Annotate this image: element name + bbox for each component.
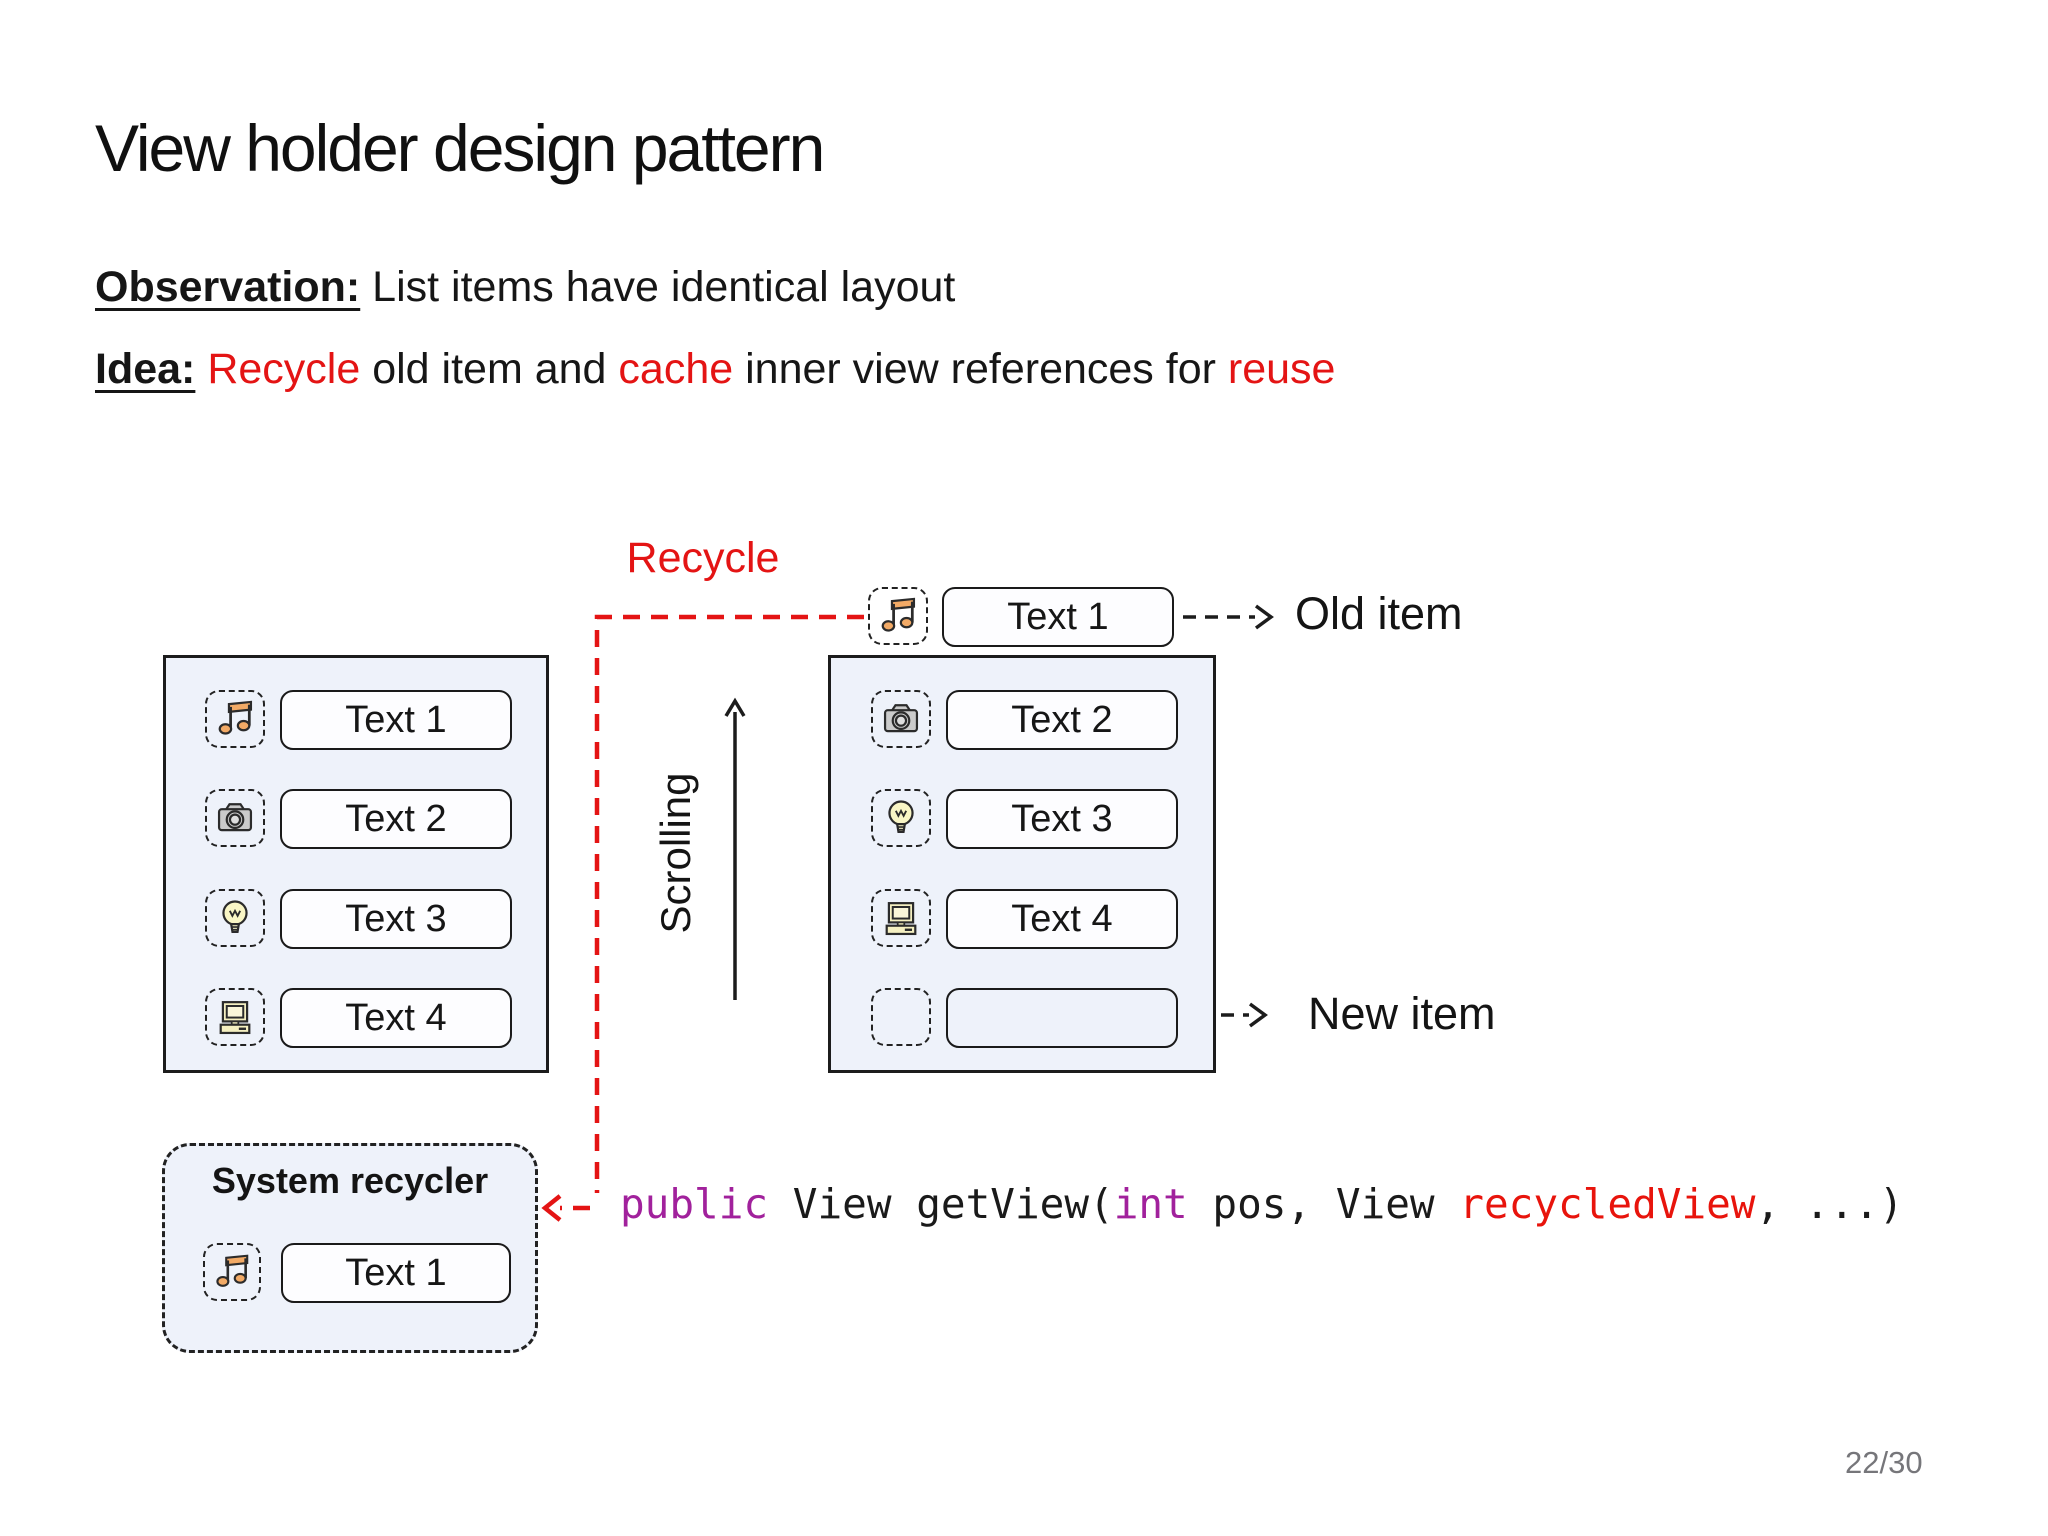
music-note-icon: [216, 1254, 249, 1287]
old-item-textbox: Text 1: [942, 587, 1174, 647]
list-item: Text 3: [166, 889, 546, 949]
list-item-iconbox: [205, 988, 265, 1046]
empty-textbox: [946, 988, 1178, 1048]
old-item-row: Text 1: [868, 587, 1188, 647]
list-item: Text 3: [831, 789, 1213, 849]
idea-seg-1: old item and: [360, 345, 619, 393]
recycle-label: Recycle: [626, 534, 780, 582]
recycler-item-textbox: Text 1: [281, 1243, 511, 1303]
camera-icon: [883, 704, 919, 733]
list-item: Text 2: [831, 690, 1213, 750]
scrolling-label: Scrolling: [652, 772, 699, 934]
list-item-textbox: Text 2: [946, 690, 1178, 750]
code-token-int: int: [1113, 1180, 1188, 1228]
camera-icon: [217, 803, 253, 832]
new-item-arrowhead: [1248, 1002, 1268, 1028]
music-note-icon: [218, 700, 253, 735]
list-item-empty: [831, 988, 1213, 1048]
old-item-iconbox: [868, 587, 928, 645]
code-line: public View getView(int pos, View recycl…: [620, 1180, 1904, 1228]
right-list-panel: Text 2 Text 3: [828, 655, 1216, 1073]
new-item-label: New item: [1308, 988, 1496, 1039]
system-recycler-title: System recycler: [211, 1160, 489, 1201]
list-item-textbox: Text 3: [280, 889, 512, 949]
computer-icon: [885, 902, 917, 936]
system-recycler-box: System recycler Text 1: [162, 1143, 538, 1353]
scrolling-arrowhead: [724, 697, 746, 717]
list-item: Text 2: [166, 789, 546, 849]
list-item-iconbox: [871, 889, 931, 947]
observation-line: Observation: List items have identical l…: [95, 263, 955, 312]
recycle-arrowhead: [541, 1194, 562, 1222]
list-item-iconbox: [205, 690, 265, 748]
list-item-textbox: Text 3: [946, 789, 1178, 849]
idea-label: Idea:: [95, 345, 196, 393]
list-item-textbox: Text 4: [946, 889, 1178, 949]
old-item-label: Old item: [1295, 588, 1463, 639]
list-item-iconbox: [871, 789, 931, 847]
left-list-panel: Text 1 Text 2: [163, 655, 549, 1073]
list-item-textbox: Text 1: [280, 690, 512, 750]
list-item-text: Text 4: [345, 996, 447, 1039]
observation-label: Observation:: [95, 263, 361, 311]
list-item-iconbox: [205, 889, 265, 947]
list-item-text: Text 1: [345, 698, 447, 741]
computer-icon: [219, 1001, 251, 1035]
list-item: Text 4: [166, 988, 546, 1048]
lightbulb-icon: [888, 800, 914, 833]
idea-line: Idea: Recycle old item and cache inner v…: [95, 345, 1335, 394]
list-item-text: Text 2: [1011, 698, 1113, 741]
idea-seg-cache: cache: [618, 345, 734, 393]
music-note-icon: [881, 597, 916, 632]
recycler-item-text: Text 1: [345, 1251, 447, 1294]
list-item-text: Text 3: [345, 897, 447, 940]
observation-text: List items have identical layout: [360, 263, 956, 311]
list-item-textbox: Text 2: [280, 789, 512, 849]
recycler-item-iconbox: [203, 1243, 261, 1301]
list-item-textbox: Text 4: [280, 988, 512, 1048]
list-item-text: Text 2: [345, 797, 447, 840]
list-item: Text 1: [166, 690, 546, 750]
code-token-3: pos, View: [1187, 1180, 1460, 1228]
code-token-public: public: [620, 1180, 769, 1228]
idea-seg-reuse: reuse: [1227, 345, 1336, 393]
code-token-5: , ...): [1755, 1180, 1904, 1228]
idea-seg-3: inner view references for: [733, 345, 1228, 393]
old-item-arrowhead: [1254, 604, 1274, 630]
recycle-path: [594, 614, 864, 1193]
lightbulb-icon: [222, 900, 248, 933]
list-item-text: Text 4: [1011, 897, 1113, 940]
page-number: 22/30: [1845, 1445, 1923, 1480]
list-item-iconbox: [871, 690, 931, 748]
list-item: Text 4: [831, 889, 1213, 949]
code-token-recycledview: recycledView: [1459, 1180, 1756, 1228]
empty-iconbox: [871, 988, 931, 1046]
old-item-text: Text 1: [1007, 595, 1109, 638]
list-item-iconbox: [205, 789, 265, 847]
code-token-1: View getView(: [768, 1180, 1114, 1228]
idea-seg-recycle: Recycle: [195, 345, 361, 393]
list-item-text: Text 3: [1011, 797, 1113, 840]
page-title: View holder design pattern: [95, 111, 825, 185]
